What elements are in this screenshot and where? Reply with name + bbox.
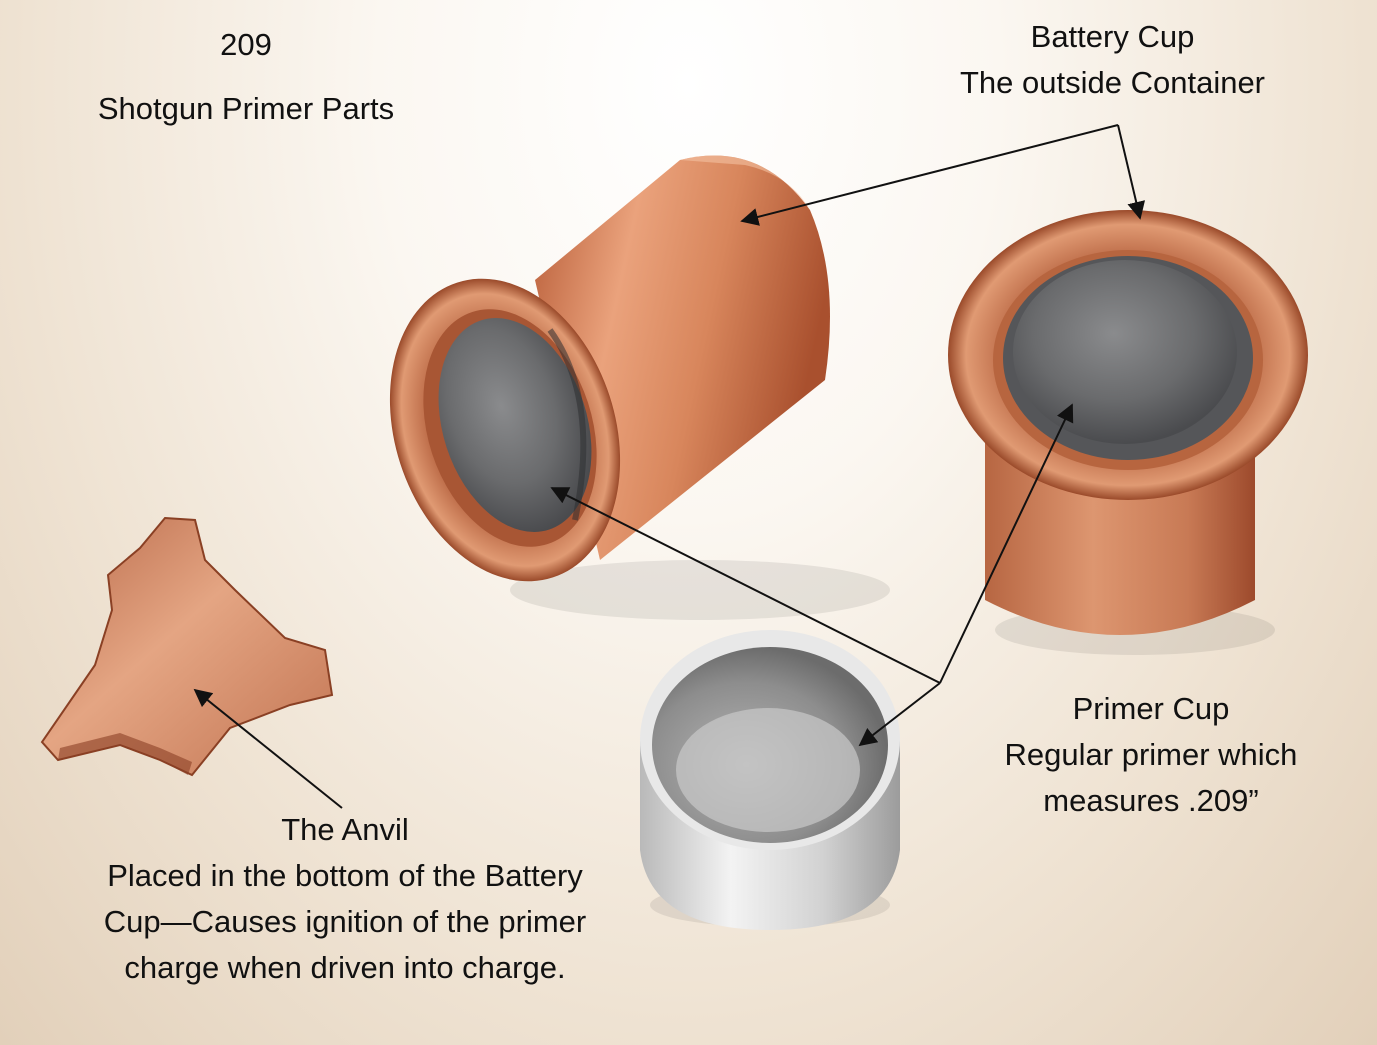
anvil-label: The Anvil Placed in the bottom of the Ba… xyxy=(70,807,620,991)
primer-cup xyxy=(640,630,900,930)
arrow-anvil xyxy=(193,688,343,809)
anvil-line1: Placed in the bottom of the Battery xyxy=(107,858,583,893)
title-number: 209 xyxy=(220,27,272,62)
anvil-line2: Cup—Causes ignition of the primer xyxy=(103,904,587,939)
title-subtitle: Shotgun Primer Parts xyxy=(97,91,395,126)
arrow-primer-face-left xyxy=(550,487,941,684)
battery-cup-right xyxy=(948,210,1308,655)
battery-cup-heading: Battery Cup xyxy=(1030,19,1195,54)
primer-cup-heading: Primer Cup xyxy=(1072,691,1230,726)
battery-cup-description: The outside Container xyxy=(959,65,1266,100)
arrow-primer-face-right xyxy=(939,403,1074,684)
primer-cup-line1: Regular primer which xyxy=(1004,737,1298,772)
primer-cup-line2: measures .209” xyxy=(1043,783,1259,818)
arrow-battery-cup-left xyxy=(740,124,1119,226)
primer-cup-label: Primer Cup Regular primer which measures… xyxy=(985,686,1317,824)
anvil-heading: The Anvil xyxy=(281,812,409,847)
arrow-primer-cup xyxy=(858,682,941,747)
anvil xyxy=(40,516,334,777)
battery-cup-left xyxy=(389,155,890,620)
battery-cup-label: Battery Cup The outside Container xyxy=(940,14,1285,106)
anvil-line3: charge when driven into charge. xyxy=(124,950,566,985)
title-block: 209 Shotgun Primer Parts xyxy=(66,22,426,132)
leader-lines xyxy=(193,124,1146,809)
arrow-battery-cup-right xyxy=(1117,124,1146,220)
